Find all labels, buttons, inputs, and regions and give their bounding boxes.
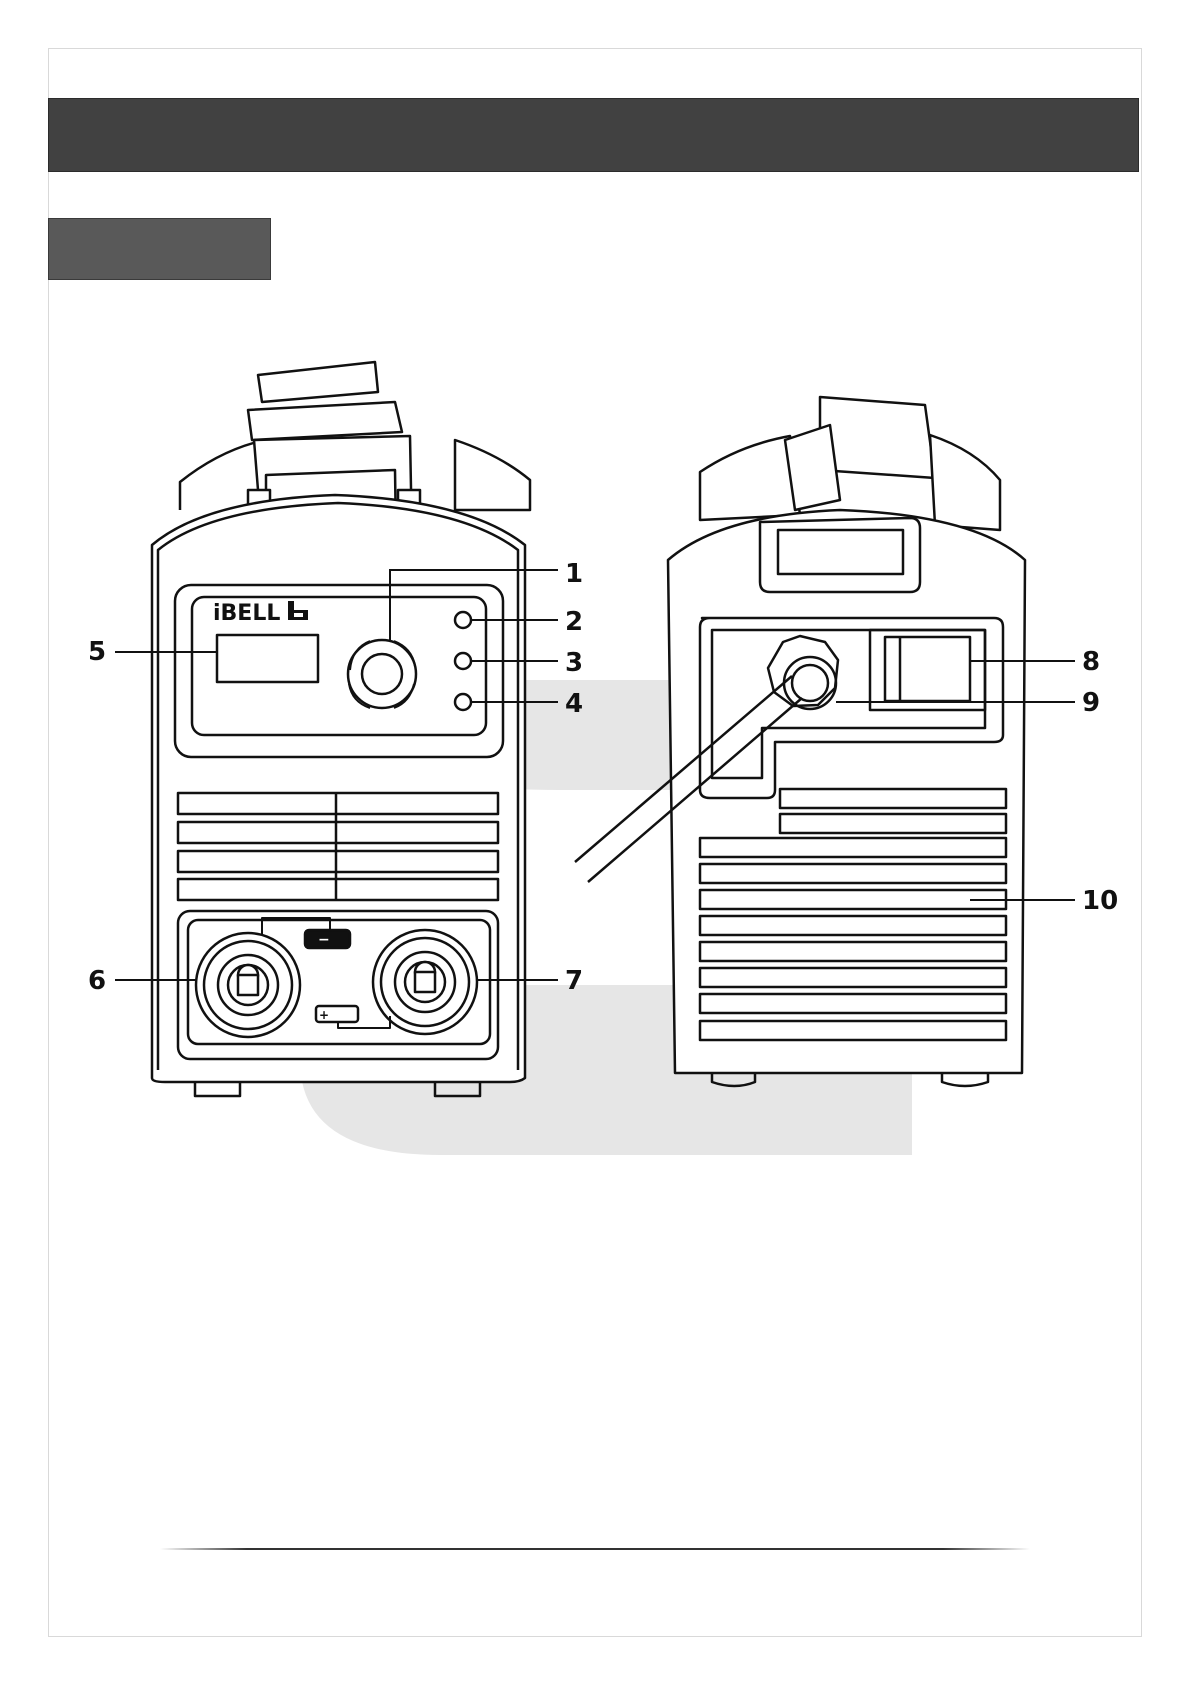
callout-5: 5 (88, 637, 106, 667)
callout-2: 2 (565, 607, 583, 637)
callout-4: 4 (565, 689, 583, 719)
positive-symbol: + (319, 1008, 329, 1022)
callout-10: 10 (1082, 886, 1118, 916)
front-view (152, 362, 530, 1096)
brand-logo: iBELL (213, 601, 280, 626)
negative-symbol: − (318, 932, 330, 948)
callout-9: 9 (1082, 688, 1100, 718)
callout-7: 7 (565, 966, 583, 996)
callout-6: 6 (88, 966, 106, 996)
footer-rule (160, 1548, 1030, 1550)
callout-8: 8 (1082, 647, 1100, 677)
callout-3: 3 (565, 648, 583, 678)
callout-1: 1 (565, 559, 583, 589)
